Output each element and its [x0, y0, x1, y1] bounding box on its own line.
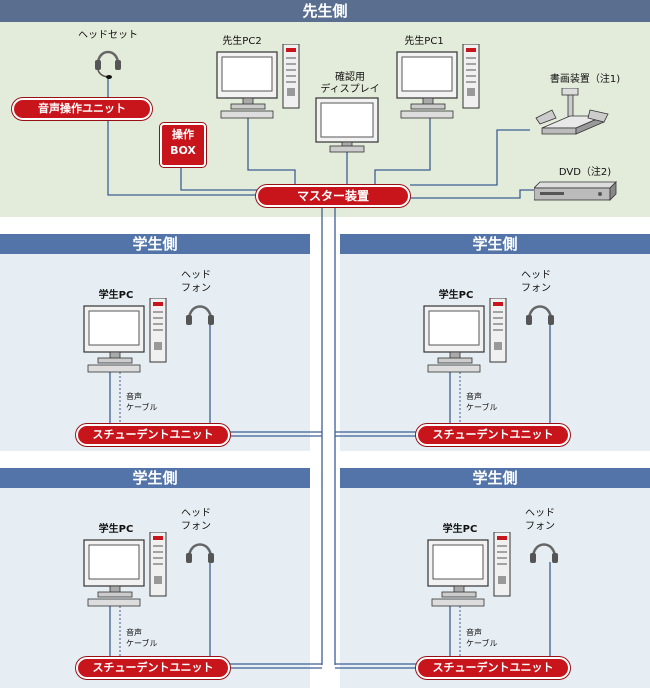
student-unit: スチューデントユニット [76, 657, 230, 679]
operation-box: 操作 BOX [160, 123, 206, 167]
desktop-pc-icon [396, 44, 480, 119]
student-pc-label: 学生PC [98, 290, 134, 301]
headphone-label-line1: ヘッド [181, 270, 211, 281]
headphone-label-line2: フォン [181, 283, 211, 294]
desktop-pc-icon [83, 532, 167, 607]
audio-cable-label-line2: ケーブル [126, 639, 158, 648]
document-camera-label: 書画装置（注1) [549, 74, 621, 85]
monitor-label-line1: 確認用 [335, 72, 365, 83]
dvd-label: DVD（注2) [558, 167, 612, 178]
headphones-icon [186, 305, 214, 325]
headphone-label-line1: ヘッド [181, 508, 211, 519]
headphones-icon [526, 305, 554, 325]
student-header-1: 学生側 [0, 234, 310, 254]
desktop-pc-icon [83, 298, 167, 373]
headset-label: ヘッドセット [78, 30, 138, 41]
headphone-label-line2: フォン [181, 521, 211, 532]
student-header-2: 学生側 [340, 234, 650, 254]
student-unit: スチューデントユニット [416, 657, 570, 679]
student-pc-label: 学生PC [438, 290, 474, 301]
monitor-label-line2: ディスプレイ [320, 84, 380, 95]
monitor-icon [315, 97, 379, 153]
audio-cable-label-line1: 音声 [126, 392, 142, 401]
headphones-icon [186, 543, 214, 563]
master-unit: マスター装置 [256, 185, 410, 207]
headphone-label-line2: フォン [521, 283, 551, 294]
student-header-4: 学生側 [340, 468, 650, 488]
student-unit: スチューデントユニット [76, 424, 230, 446]
audio-cable-label-line1: 音声 [466, 392, 482, 401]
audio-cable-label-line2: ケーブル [466, 639, 498, 648]
desktop-pc-icon [216, 44, 300, 119]
document-camera-icon [535, 88, 609, 135]
headphone-label-line2: フォン [525, 521, 555, 532]
voice-control-unit: 音声操作ユニット [12, 98, 152, 120]
student-header-3: 学生側 [0, 468, 310, 488]
headphone-label-line1: ヘッド [521, 270, 551, 281]
teacher-pc2-label: 先生PC2 [222, 36, 262, 47]
audio-cable-label-line1: 音声 [126, 628, 142, 637]
audio-cable-label-line1: 音声 [466, 628, 482, 637]
operation-box-line1: 操作 [172, 128, 194, 141]
headphone-label-line1: ヘッド [525, 508, 555, 519]
desktop-pc-icon [423, 298, 507, 373]
operation-box-line2: BOX [170, 144, 196, 157]
audio-cable-label-line2: ケーブル [466, 403, 498, 412]
student-pc-label: 学生PC [98, 524, 134, 535]
student-pc-label: 学生PC [442, 524, 478, 535]
student-unit: スチューデントユニット [416, 424, 570, 446]
headset-icon [95, 50, 121, 79]
desktop-pc-icon [427, 532, 511, 607]
headphones-icon [530, 543, 558, 563]
teacher-header: 先生側 [0, 0, 650, 22]
audio-cable-label-line2: ケーブル [126, 403, 158, 412]
teacher-pc1-label: 先生PC1 [404, 36, 444, 47]
dvd-player-icon [534, 181, 617, 201]
